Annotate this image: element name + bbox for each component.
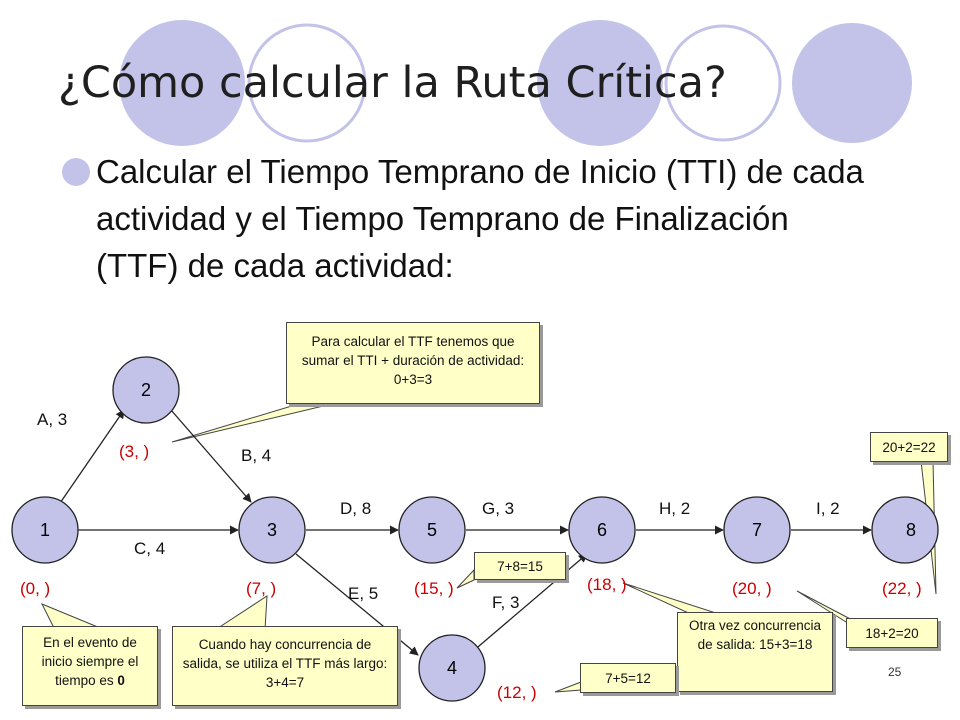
edge-label: E, 5 xyxy=(348,584,378,603)
edge-label: F, 3 xyxy=(492,593,519,612)
edge-label: B, 4 xyxy=(241,446,271,465)
nodes: 1 2 3 4 5 6 7 xyxy=(11,356,939,702)
edge-b xyxy=(170,409,252,503)
edge-label: I, 2 xyxy=(816,499,840,518)
decor-circle-1 xyxy=(119,20,245,146)
decorative-circles xyxy=(119,20,912,146)
callout-text: Para calcular el TTF tenemos que sumar e… xyxy=(301,334,525,387)
node-time: (12, ) xyxy=(497,683,537,702)
node-time: (22, ) xyxy=(882,579,922,598)
edge-label: G, 3 xyxy=(482,499,514,518)
slide-title: ¿Cómo calcular la Ruta Crítica? xyxy=(58,58,727,108)
bullet-text: Calcular el Tiempo Temprano de Inicio (T… xyxy=(96,153,864,284)
node-2: 2 xyxy=(112,356,180,424)
page-number: 25 xyxy=(888,665,902,679)
node-circle xyxy=(238,496,306,564)
edge-label: H, 2 xyxy=(659,499,690,518)
node-circle xyxy=(11,496,79,564)
node-time: (3, ) xyxy=(119,442,149,461)
node-1: 1 xyxy=(11,496,79,564)
callout-text: 7+5=12 xyxy=(605,671,651,686)
edge-labels: A, 3 B, 4 C, 4 D, 8 E, 5 F, 3 G, 3 H, 2 … xyxy=(37,410,840,612)
node-label: 7 xyxy=(752,520,762,540)
edges xyxy=(57,409,872,656)
callout-start-event: En el evento de inicio siempre el tiempo… xyxy=(22,626,158,706)
node-circle xyxy=(723,496,791,564)
node-label: 5 xyxy=(427,520,437,540)
node-circle xyxy=(112,356,180,424)
callout-text: 18+2=20 xyxy=(865,626,919,641)
callout-text: En el evento de inicio siempre el tiempo… xyxy=(41,635,139,688)
decor-circle-2 xyxy=(247,23,367,143)
callout-text: Otra vez concurrencia de salida: 15+3=18 xyxy=(688,618,822,652)
node-label: 2 xyxy=(141,380,151,400)
pointer-calc-5 xyxy=(456,568,475,589)
callout-text: Cuando hay concurrencia de salida, se ut… xyxy=(182,637,388,690)
pointer-calc-4 xyxy=(554,681,582,693)
node-time: (18, ) xyxy=(587,575,627,594)
node-time: (20, ) xyxy=(732,579,772,598)
node-circle xyxy=(568,496,636,564)
decor-circle-3 xyxy=(537,20,663,146)
callout-calc-node-8: 20+2=22 xyxy=(870,432,948,462)
node-label: 4 xyxy=(447,658,457,678)
node-5: 5 xyxy=(398,496,466,564)
edge-label: C, 4 xyxy=(134,539,165,558)
callout-ttf-explanation: Para calcular el TTF tenemos que sumar e… xyxy=(286,322,540,404)
callout-text: 20+2=22 xyxy=(882,440,936,455)
callout-concurrency-node-6: Otra vez concurrencia de salida: 15+3=18 xyxy=(677,612,833,692)
decor-circle-4 xyxy=(664,24,782,142)
edge-label: A, 3 xyxy=(37,410,67,429)
edge-f xyxy=(471,553,588,653)
edge-label: D, 8 xyxy=(340,499,371,518)
node-7: 7 xyxy=(723,496,791,564)
node-label: 1 xyxy=(40,520,50,540)
node-circle xyxy=(418,634,486,702)
node-time: (7, ) xyxy=(246,579,276,598)
pointer-concurrency-3 xyxy=(213,595,268,631)
pointer-ttf xyxy=(171,401,341,443)
node-label: 3 xyxy=(267,520,277,540)
decor-circle-5 xyxy=(792,23,912,143)
node-4: 4 xyxy=(418,634,486,702)
node-circle xyxy=(398,496,466,564)
bullet-dot xyxy=(62,158,90,186)
node-6: 6 xyxy=(568,496,636,564)
node-time: (0, ) xyxy=(20,579,50,598)
callout-calc-node-5: 7+8=15 xyxy=(474,552,566,580)
node-time: (15, ) xyxy=(414,579,454,598)
node-8: 8 xyxy=(871,496,939,564)
callout-bold-value: 0 xyxy=(117,673,125,688)
callout-text: 7+8=15 xyxy=(497,559,543,574)
earliest-times: (0, ) (3, ) (7, ) (12, ) (15, ) (18, ) (… xyxy=(20,442,922,702)
node-label: 8 xyxy=(906,520,916,540)
node-circle xyxy=(871,496,939,564)
edge-a xyxy=(57,409,125,507)
callout-concurrency-node-3: Cuando hay concurrencia de salida, se ut… xyxy=(172,626,398,706)
callout-calc-node-7: 18+2=20 xyxy=(846,618,938,648)
node-label: 6 xyxy=(597,520,607,540)
callout-calc-node-4: 7+5=12 xyxy=(580,663,676,693)
node-3: 3 xyxy=(238,496,306,564)
